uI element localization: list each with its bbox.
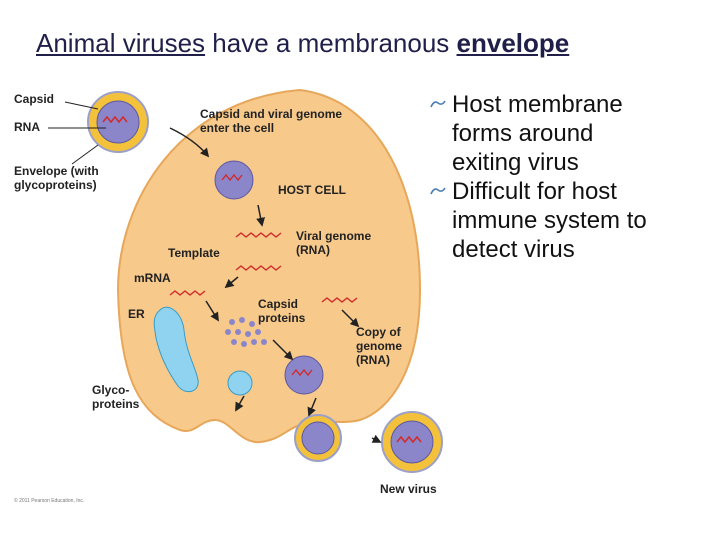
bullet-2-line-1: Difficult for host [452, 178, 617, 205]
label-copy-line-3: (RNA) [356, 353, 390, 367]
bullet-2-line-2: immune system to [452, 207, 647, 234]
label-rna: RNA [14, 120, 40, 134]
label-er: ER [128, 307, 145, 321]
capsid-inside-cell [214, 160, 254, 200]
label-copy-line-2: genome [356, 339, 402, 353]
label-enter-line-1: Capsid and viral genome [200, 107, 342, 121]
label-capsid: Capsid [14, 92, 54, 106]
host-cell [116, 88, 422, 444]
rna-strands [169, 232, 358, 303]
label-copy-line-1: Copy of [356, 325, 402, 339]
budding-virus [294, 414, 342, 462]
label-capsid-proteins-line-2: proteins [258, 311, 306, 325]
label-viral-genome-line-1: Viral genome [296, 229, 371, 243]
er-shape [153, 306, 199, 393]
assembled-capsid [284, 355, 324, 395]
label-glyco-line-2: proteins [92, 397, 140, 411]
title-part-2: have a membranous [205, 28, 457, 58]
label-capsid-proteins-line-1: Capsid [258, 297, 298, 311]
slide-title: Animal viruses have a membranous envelop… [36, 28, 569, 59]
title-part-1: Animal viruses [36, 28, 206, 58]
bullet-1-line-2: forms around [452, 120, 594, 147]
label-leader-lines [48, 101, 106, 165]
bullet-icon [430, 100, 446, 108]
label-glyco-line-1: Glyco- [92, 383, 129, 397]
bullet-2-line-3: detect virus [452, 236, 575, 263]
capsid-protein-dots [225, 317, 267, 347]
label-template: Template [168, 246, 220, 260]
process-arrows [169, 127, 382, 443]
entering-virus [87, 91, 149, 153]
label-enter-line-2: enter the cell [200, 121, 274, 135]
label-envelope: Envelope (with [14, 164, 99, 178]
vesicle [227, 370, 253, 396]
label-new-virus: New virus [380, 482, 437, 496]
new-virus [381, 411, 443, 473]
label-envelope-line-2: glycoproteins) [14, 178, 97, 192]
copyright-note: © 2011 Pearson Education, Inc. [14, 497, 84, 504]
label-mrna: mRNA [134, 271, 171, 285]
label-host-cell: HOST CELL [278, 183, 346, 197]
bullet-icon [430, 187, 446, 195]
bullet-1-line-3: exiting virus [452, 149, 579, 176]
bullet-1-line-1: Host membrane [452, 91, 623, 118]
label-viral-genome-line-2: (RNA) [296, 243, 330, 257]
title-part-3: envelope [456, 28, 570, 58]
virus-life-cycle-diagram: Capsid RNA Envelope (with glycoproteins)… [14, 88, 443, 504]
